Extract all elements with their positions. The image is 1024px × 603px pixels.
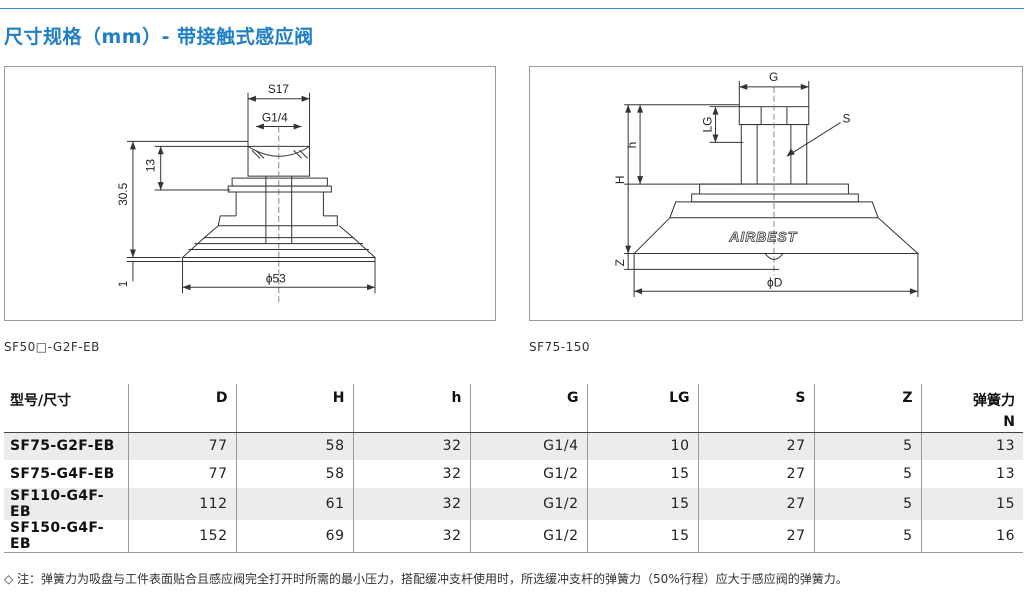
dim-phi-d-label: ϕD [767,275,783,289]
table-row: SF110-G4F-EB 112 61 32 G1/2 15 27 5 15 [4,488,1023,520]
cell-g: G1/2 [469,488,587,520]
th-lg: LG [586,384,698,433]
cell-h-big: 58 [235,460,353,488]
figure-sf75-150-drawing: G LG S h H Z ϕD AIRBEST [529,66,1023,321]
cell-h-small: 32 [352,488,470,520]
dim-g-label: G [769,70,778,84]
th-s: S [697,384,814,433]
dim-s17-label: S17 [268,82,290,96]
th-model: 型号/尺寸 [4,384,128,433]
cell-z: 5 [813,488,921,520]
page-title: 尺寸规格（mm）- 带接触式感应阀 [4,26,314,48]
dim-lg-label: LG [701,117,715,133]
cell-z: 5 [813,432,921,460]
caption-sf75-150: SF75-150 [529,340,591,354]
cell-h-big: 61 [235,488,353,520]
dim-13-label: 13 [144,159,158,173]
cell-s: 27 [697,520,814,553]
cell-lg: 15 [586,520,698,553]
cell-g: G1/2 [469,520,587,553]
cell-h-small: 32 [352,460,470,488]
cell-lg: 15 [586,460,698,488]
cell-h-small: 32 [352,432,470,460]
cell-h-big: 69 [235,520,353,553]
th-spring-unit: N [1003,414,1015,430]
dim-phi53-label: ϕ53 [266,271,286,285]
table-row: SF75-G2F-EB 77 58 32 G1/4 10 27 5 13 [4,432,1023,460]
th-h-small: h [352,384,470,433]
cell-s: 27 [697,460,814,488]
cell-g: G1/4 [469,432,587,460]
figure-sf50-drawing: S17 G1/4 13 30.5 1 ϕ53 [4,66,496,321]
spec-table: 型号/尺寸 D H h G LG S Z 弹簧力 N SF75-G2F-EB 7… [4,384,1023,553]
cell-s: 27 [697,432,814,460]
sf50-technical-drawing: S17 G1/4 13 30.5 1 ϕ53 [116,82,377,306]
cell-lg: 15 [586,488,698,520]
footnote: ◇ 注：弹簧力为吸盘与工件表面贴合且感应阀完全打开时所需的最小压力，搭配缓冲支杆… [4,572,848,586]
th-h-big: H [235,384,353,433]
dim-1-label: 1 [116,280,130,287]
cell-d: 77 [127,460,236,488]
airbest-logo-text: AIRBEST [728,229,797,245]
cell-s: 27 [697,488,814,520]
th-d: D [127,384,236,433]
dim-h-big-label: H [613,175,627,184]
cell-spring: 16 [920,520,1023,553]
cell-d: 112 [127,488,236,520]
cell-spring: 13 [920,432,1023,460]
top-rule [0,8,1024,9]
dim-30-5-label: 30.5 [116,182,130,206]
dim-s-label: S [842,112,850,126]
th-z: Z [813,384,921,433]
cell-d: 77 [127,432,236,460]
cell-model: SF150-G4F-EB [4,520,128,553]
table-row: SF150-G4F-EB 152 69 32 G1/2 15 27 5 16 [4,520,1023,553]
cell-h-big: 58 [235,432,353,460]
dim-z-label: Z [613,259,627,266]
cell-h-small: 32 [352,520,470,553]
cell-model: SF75-G4F-EB [10,466,115,482]
cell-model: SF110-G4F-EB [4,488,128,520]
caption-sf50: SF50□-G2F-EB [4,340,100,354]
th-spring-label: 弹簧力 [973,393,1015,409]
th-g: G [469,384,587,433]
cell-lg: 10 [586,432,698,460]
dim-g14-label: G1/4 [262,111,288,125]
sf75-150-technical-drawing: G LG S h H Z ϕD AIRBEST [613,70,920,298]
dim-h-small-label: h [625,142,639,149]
cell-g: G1/2 [469,460,587,488]
cell-model: SF75-G2F-EB [4,432,128,460]
cell-spring: 15 [920,488,1023,520]
cell-z: 5 [813,520,921,553]
table-header-row: 型号/尺寸 D H h G LG S Z 弹簧力 N [4,384,1023,433]
cell-d: 152 [127,520,236,553]
table-row: SF75-G4F-EB 77 58 32 G1/2 15 27 5 13 [4,460,1023,488]
cell-spring: 13 [920,460,1023,488]
cell-z: 5 [813,460,921,488]
th-spring-force: 弹簧力 N [920,384,1023,433]
